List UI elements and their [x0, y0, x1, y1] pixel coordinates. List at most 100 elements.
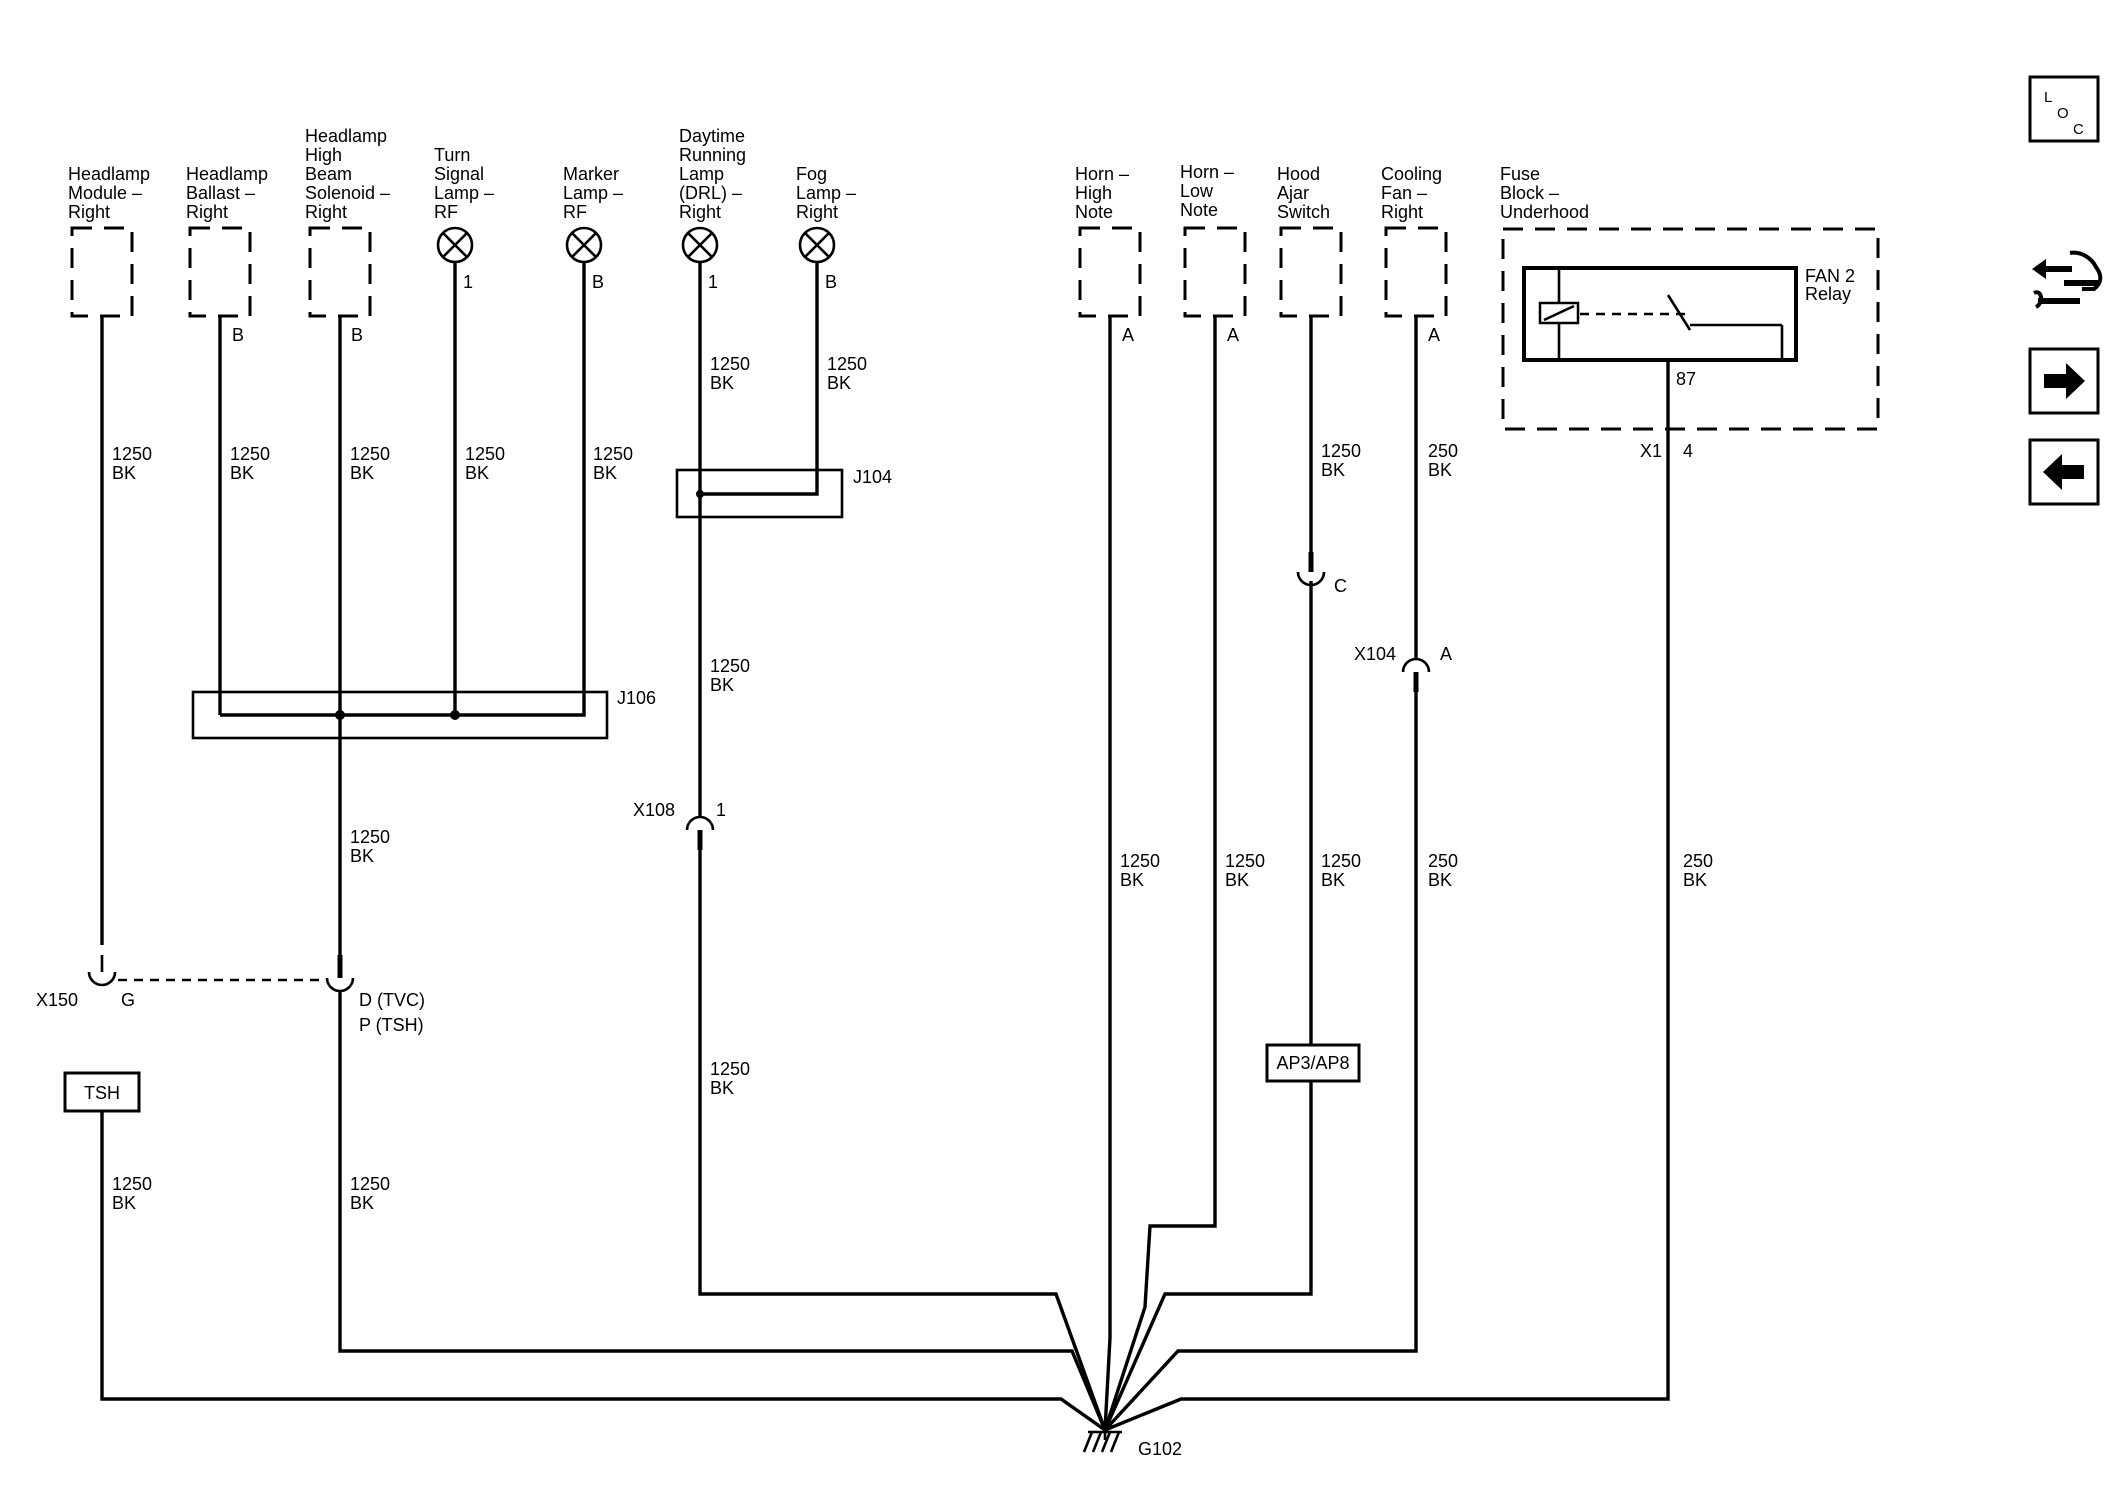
- label-headlamp-ballast: Headlamp Ballast – Right: [186, 164, 268, 222]
- ballast-pin: B: [232, 325, 244, 345]
- label-line: High: [305, 145, 342, 165]
- label-line: Horn –: [1075, 164, 1129, 184]
- relay-name: FAN 2: [1805, 266, 1855, 286]
- wire-gauge: 1250: [350, 444, 390, 464]
- wire-color: BK: [710, 1078, 734, 1098]
- x104-pin: A: [1440, 644, 1452, 664]
- wire-color: BK: [350, 846, 374, 866]
- next-page-button[interactable]: [2028, 347, 2100, 415]
- x108-pin: 1: [716, 800, 726, 820]
- x1-pin-label: 4: [1683, 441, 1693, 461]
- x108-connector-icon: [685, 815, 715, 850]
- wire-gauge: 1250: [350, 827, 390, 847]
- wire-horn-high: [1103, 316, 1112, 1431]
- label-high-beam-solenoid: Headlamp High Beam Solenoid – Right: [305, 126, 390, 222]
- wire-color: BK: [1321, 870, 1345, 890]
- x150-pin-d: D (TVC): [359, 990, 425, 1010]
- label-line: (DRL) –: [679, 183, 742, 203]
- wire-color: BK: [350, 1193, 374, 1213]
- label-line: Ballast –: [186, 183, 255, 203]
- label-fuse-block: Fuse Block – Underhood: [1500, 164, 1589, 222]
- relay-body: [1522, 266, 1798, 362]
- previous-page-button[interactable]: [2028, 438, 2100, 506]
- label-line: Ajar: [1277, 183, 1309, 203]
- loc-letter: C: [2073, 121, 2084, 138]
- label-line: Right: [305, 202, 347, 222]
- wire-gauge: 1250: [112, 444, 152, 464]
- loc-button[interactable]: L O C: [2028, 75, 2100, 143]
- cooling-fan-pin: A: [1428, 325, 1440, 345]
- wire-gauge: 1250: [710, 354, 750, 374]
- label-line: Solenoid –: [305, 183, 390, 203]
- wire-color: BK: [1683, 870, 1707, 890]
- label-drl-lamp: Daytime Running Lamp (DRL) – Right: [679, 126, 746, 222]
- ground-label: G102: [1138, 1439, 1182, 1459]
- wire-color: BK: [1428, 460, 1452, 480]
- x108-label: X108: [633, 800, 675, 820]
- wire-drl: [698, 262, 1107, 1431]
- label-line: Lamp –: [796, 183, 856, 203]
- wire-gauge: 250: [1428, 441, 1458, 461]
- label-line: Underhood: [1500, 202, 1589, 222]
- relay-terminal: 87: [1676, 369, 1696, 389]
- label-line: Lamp –: [563, 183, 623, 203]
- x104-connector-icon: [1401, 657, 1431, 692]
- label-line: Signal: [434, 164, 484, 184]
- wire-color: BK: [112, 463, 136, 483]
- hood-pin-c: C: [1334, 576, 1347, 596]
- splice-dot: [450, 710, 460, 720]
- wire-fan2-relay: [1104, 360, 1670, 1432]
- label-line: Turn: [434, 145, 470, 165]
- label-headlamp-module: Headlamp Module – Right: [68, 164, 150, 222]
- wire-gauge: 1250: [710, 656, 750, 676]
- label-line: Fuse: [1500, 164, 1540, 184]
- drl-pin: 1: [708, 272, 718, 292]
- wire-gauge: 250: [1428, 851, 1458, 871]
- label-line: Right: [1381, 202, 1423, 222]
- splice-j104: [675, 468, 844, 519]
- x150-label: X150: [36, 990, 78, 1010]
- wire-color: BK: [230, 463, 254, 483]
- loc-letter: O: [2057, 105, 2069, 122]
- tsh-option-box: [63, 1071, 141, 1113]
- wire-color: BK: [593, 463, 617, 483]
- relay-switch-icon: [1666, 294, 1692, 331]
- splice-j104-label: J104: [853, 467, 892, 487]
- label-line: Right: [796, 202, 838, 222]
- label-line: RF: [434, 202, 458, 222]
- label-line: Lamp: [679, 164, 724, 184]
- wire-fog: [700, 262, 819, 496]
- ap-option-label: AP3/AP8: [1276, 1053, 1349, 1073]
- wire-color: BK: [1225, 870, 1249, 890]
- x150-connector-icon: [87, 955, 355, 993]
- connector-view-icon[interactable]: [2032, 250, 2103, 309]
- wire-gauge: 1250: [593, 444, 633, 464]
- label-horn-high-note: Horn – High Note: [1075, 164, 1129, 222]
- horn-low-box: [1183, 226, 1247, 318]
- splice-dot: [335, 710, 345, 720]
- hood-ajar-box: [1279, 226, 1343, 318]
- wire-cooling-fan: [1103, 316, 1418, 1432]
- label-line: Running: [679, 145, 746, 165]
- x104-label: X104: [1354, 644, 1396, 664]
- label-line: Note: [1075, 202, 1113, 222]
- horn-high-box: [1078, 226, 1142, 318]
- horn-high-pin: A: [1122, 325, 1134, 345]
- label-line: Daytime: [679, 126, 745, 146]
- wire-color: BK: [710, 675, 734, 695]
- wire-color: BK: [827, 373, 851, 393]
- ground-icon: [1082, 1430, 1122, 1453]
- wire-gauge: 1250: [827, 354, 867, 374]
- wire-tsh-to-ground: [100, 1112, 1106, 1432]
- loc-letter: L: [2044, 89, 2052, 106]
- label-line: Note: [1180, 200, 1218, 220]
- label-line: Hood: [1277, 164, 1320, 184]
- label-line: High: [1075, 183, 1112, 203]
- hood-switch-connector-icon: [1296, 552, 1326, 587]
- label-line: Right: [679, 202, 721, 222]
- wire-color: BK: [465, 463, 489, 483]
- label-line: Beam: [305, 164, 352, 184]
- drl-lamp-icon: [681, 226, 719, 264]
- label-line: Fan –: [1381, 183, 1427, 203]
- wire-color: BK: [350, 463, 374, 483]
